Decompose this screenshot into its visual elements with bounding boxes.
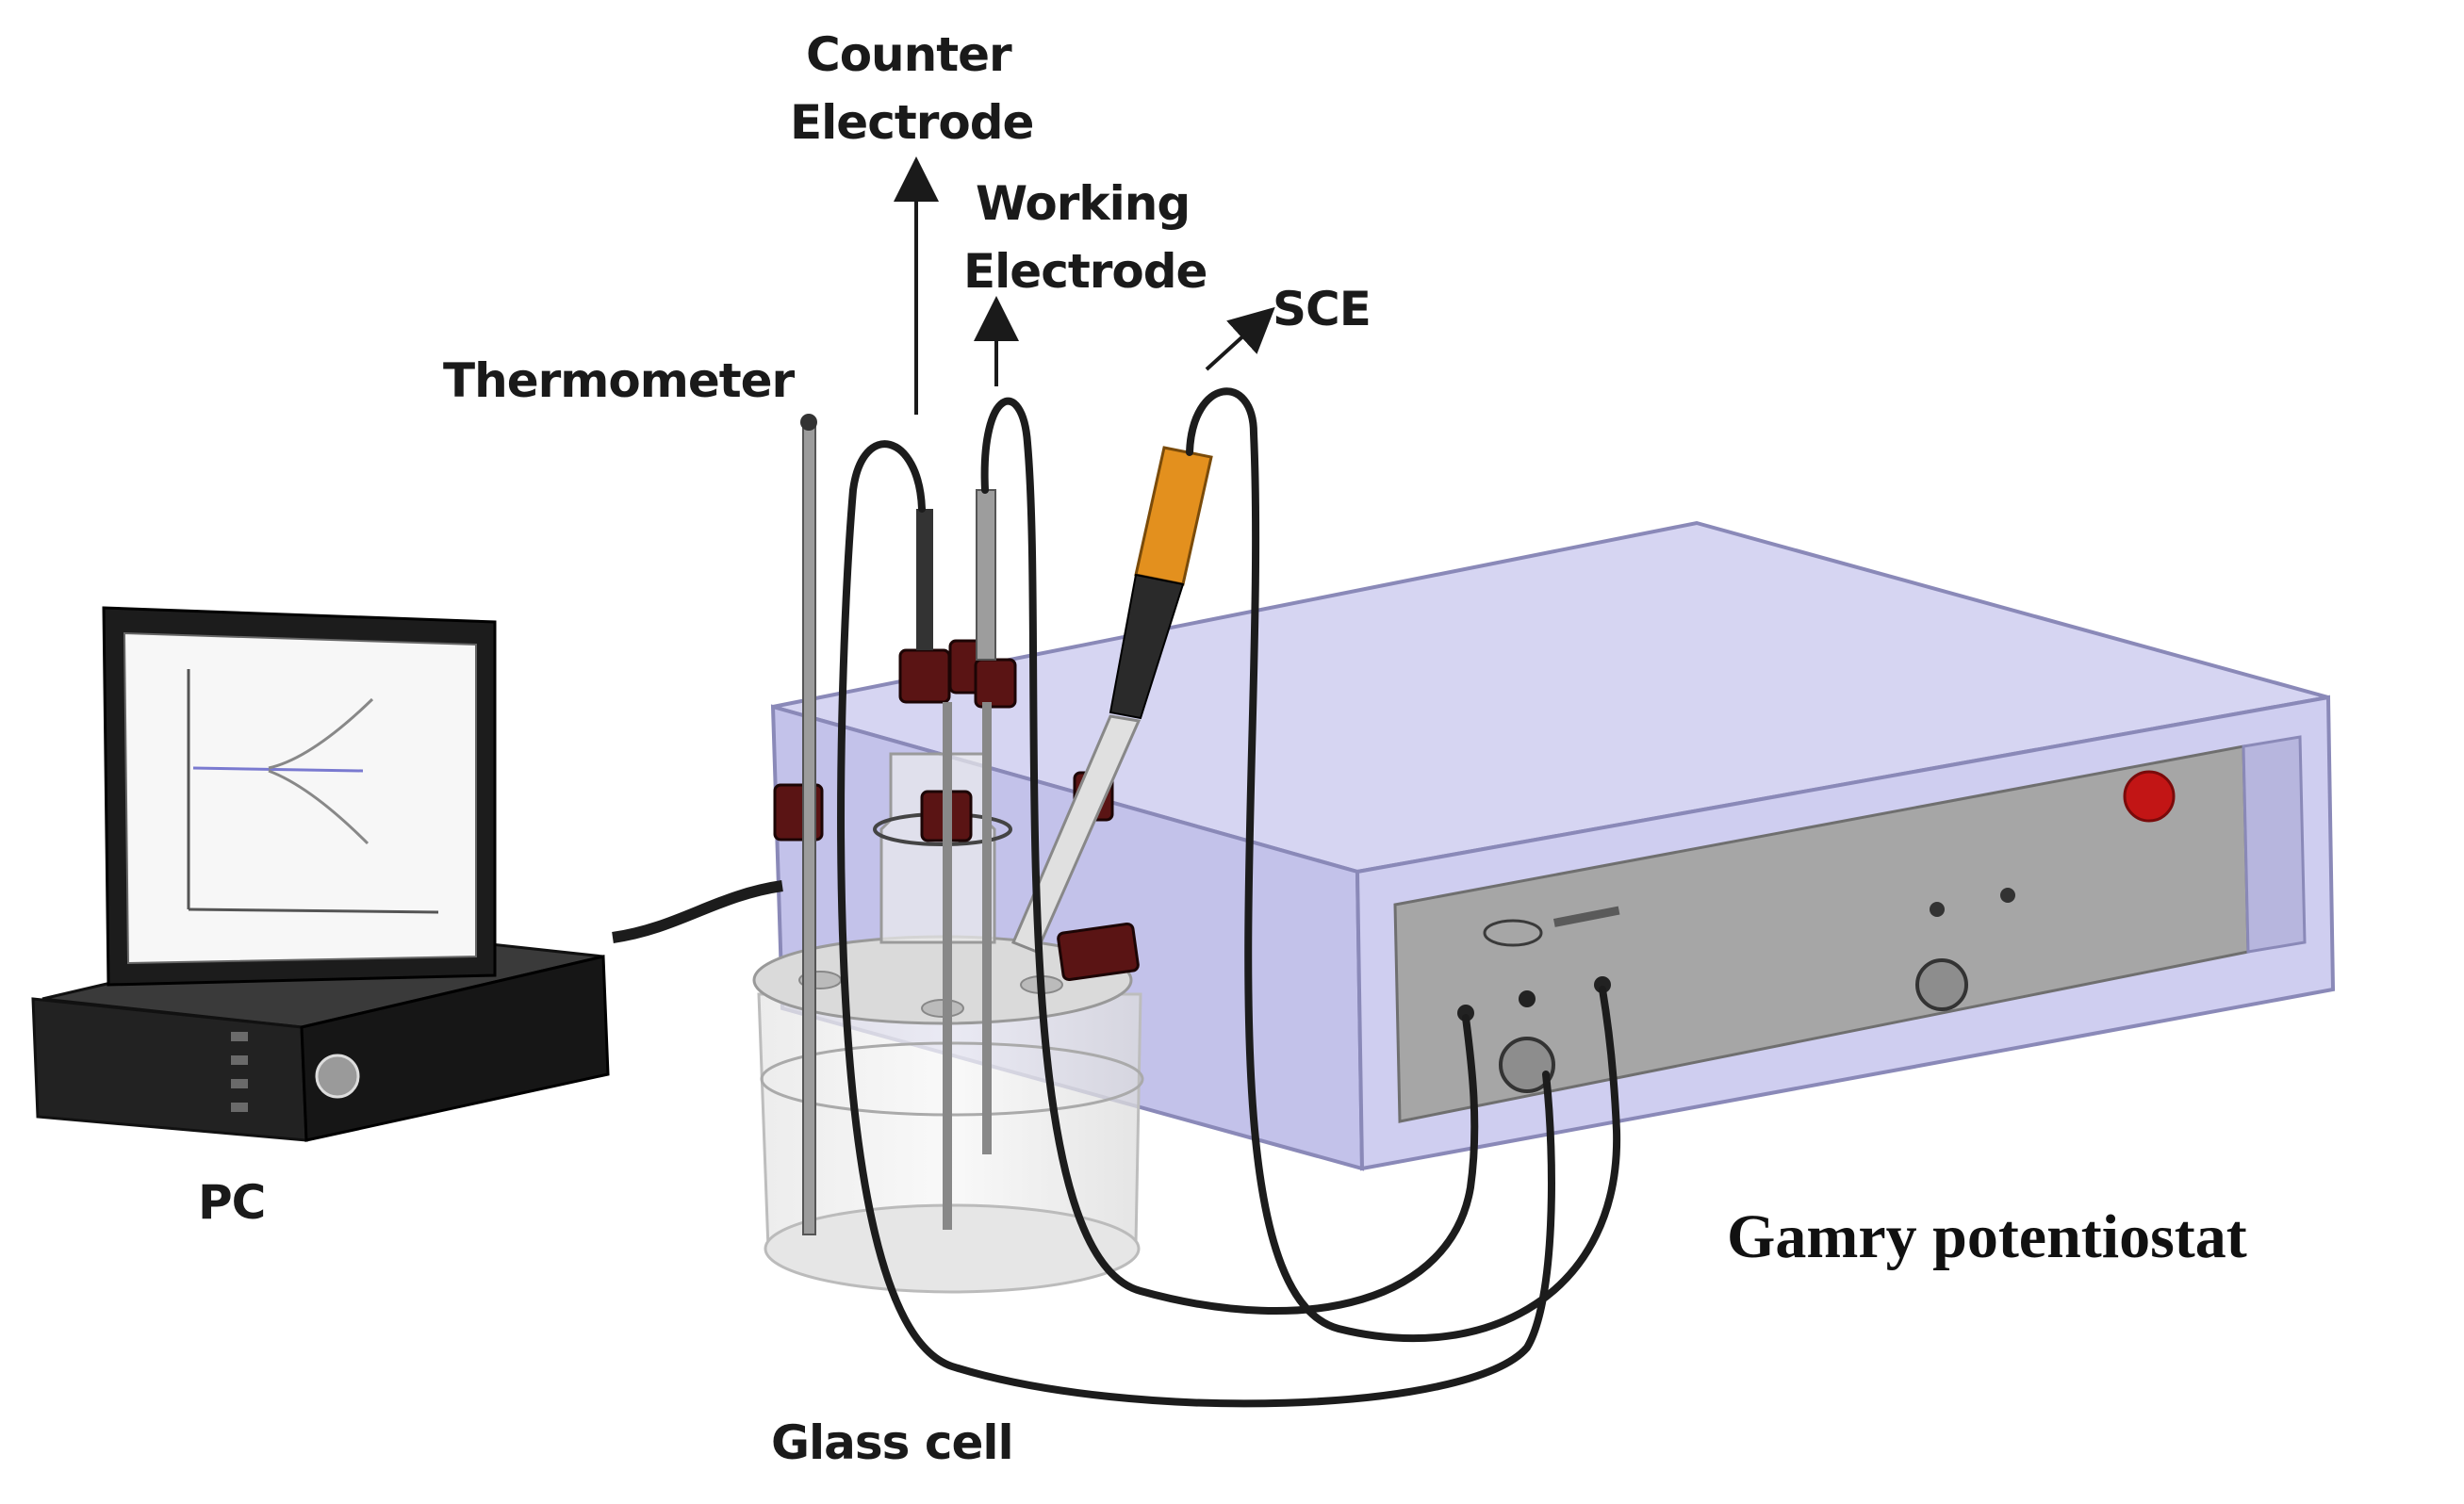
- working-electrode-inner: [982, 702, 992, 1154]
- pc-computer: [31, 606, 783, 1142]
- sce-orange-sleeve: [1134, 446, 1213, 586]
- plot-baseline: [192, 766, 364, 773]
- switch-1: [1930, 902, 1945, 917]
- plot-anodic-branch: [268, 697, 374, 770]
- sce-dark-stem: [1109, 573, 1185, 720]
- counter-electrode-cap: [898, 648, 951, 704]
- working-electrode-label-line2: Electrode: [963, 244, 1207, 299]
- inner-flask: [879, 752, 996, 944]
- monitor-screen: [123, 631, 477, 965]
- pc-led-1: [231, 1032, 248, 1041]
- potentiostat-right-recess: [2242, 735, 2307, 954]
- sce-clamp: [1057, 922, 1140, 982]
- switch-2: [2000, 888, 2015, 903]
- power-button: [2123, 770, 2176, 823]
- thermometer-top: [800, 414, 817, 431]
- front-connector-knob: [1915, 958, 1968, 1011]
- counter-electrode-rod: [916, 509, 933, 650]
- pc-led-4: [231, 1103, 248, 1112]
- counter-electrode-inner-rod: [943, 702, 952, 1230]
- potentiostat-label: Gamry potentiostat: [1727, 1202, 2247, 1271]
- pc-cable: [612, 880, 783, 943]
- electrode-cables: [837, 387, 1621, 1408]
- thermometer-label: Thermometer: [443, 353, 795, 408]
- counter-electrode-label-line2: Electrode: [790, 95, 1034, 150]
- brand-text-mark: [1553, 906, 1620, 927]
- pc-power-knob: [315, 1054, 360, 1099]
- pc-label: PC: [198, 1175, 266, 1230]
- pc-case-side: [300, 955, 610, 1142]
- working-electrode-cable: [980, 397, 1479, 1316]
- counter-electrode-label-line1: Counter: [806, 27, 1012, 82]
- monitor-plot: [187, 669, 439, 914]
- working-electrode-rod: [976, 489, 996, 661]
- jack-1: [1457, 1005, 1474, 1022]
- sce-cable: [1186, 387, 1621, 1343]
- jack-2: [1519, 990, 1536, 1007]
- thermometer-rod: [802, 423, 816, 1235]
- counter-electrode-cable: [837, 440, 1555, 1408]
- glass-cell-label: Glass cell: [771, 1415, 1014, 1470]
- pc-led-3: [231, 1079, 248, 1088]
- top-cap-3: [974, 658, 1017, 709]
- cell-connector-knob: [1499, 1037, 1555, 1093]
- pc-led-2: [231, 1055, 248, 1065]
- label-arrows: [894, 156, 1275, 415]
- brand-logo: [1483, 919, 1543, 947]
- plot-x-axis: [188, 907, 439, 914]
- working-electrode-label-line1: Working: [976, 176, 1191, 231]
- jack-3: [1594, 976, 1611, 993]
- plot-cathodic-branch: [268, 769, 370, 845]
- sce-arrow: [1205, 306, 1275, 371]
- sce-label: SCE: [1273, 282, 1372, 336]
